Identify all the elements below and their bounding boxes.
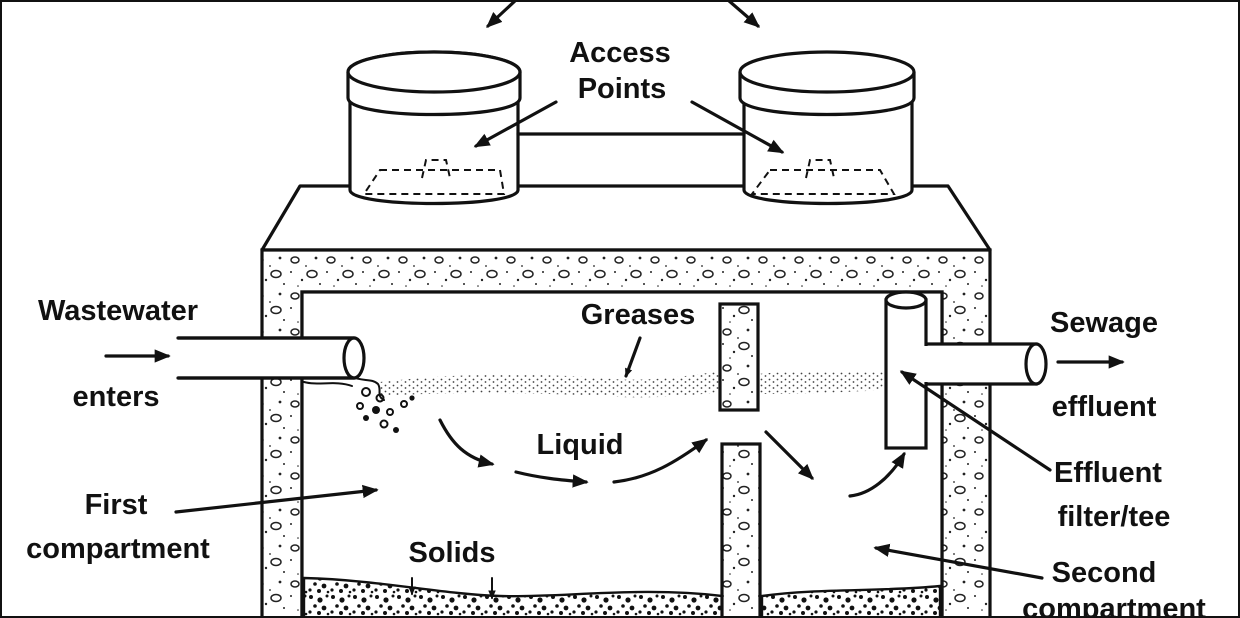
label-first-line2: compartment [26,533,210,565]
arrow-effluent-filter [899,370,1052,472]
label-filter-line2: filter/tee [1058,501,1171,533]
arrow-second-compartment [873,543,1044,580]
label-second-line1: Second [1052,557,1157,589]
baffle-lower [720,442,762,618]
flow-arrow-5 [848,451,906,498]
baffle-upper [718,302,760,412]
wastewater-droplets [356,387,415,433]
arrow-first-compartment [174,484,379,514]
flow-arrows [438,418,906,498]
labels: Access Points Wastewater enters Greases … [26,37,1206,618]
label-solids: Solids [408,537,495,569]
label-greases: Greases [581,299,696,331]
flow-arrow-3 [612,438,709,484]
label-access-line2: Points [578,73,667,105]
label-liquid: Liquid [537,429,624,461]
pointer-arrows [104,100,1125,600]
arrow-greases [624,336,642,378]
outlet-tee [884,290,1048,450]
inlet-pipe [176,336,385,401]
flow-arrow-4 [764,430,814,480]
flow-arrow-2 [514,470,589,488]
label-filter-line1: Effluent [1054,457,1162,489]
label-second-line2: compartment [1022,593,1206,618]
tank-walls [260,248,992,618]
label-enters: enters [72,381,159,413]
label-first-line1: First [85,489,148,521]
access-riser-left [346,50,522,206]
flow-arrow-1 [438,418,495,468]
arrow-access-right [690,100,785,154]
label-sewage: Sewage [1050,307,1158,339]
top-arrows [486,0,761,28]
access-riser-right [738,50,916,206]
label-effluent: effluent [1052,391,1157,423]
grease-layer [380,371,884,398]
label-wastewater: Wastewater [38,295,198,327]
label-access-line1: Access [569,37,671,69]
arrow-access-left [473,100,558,148]
